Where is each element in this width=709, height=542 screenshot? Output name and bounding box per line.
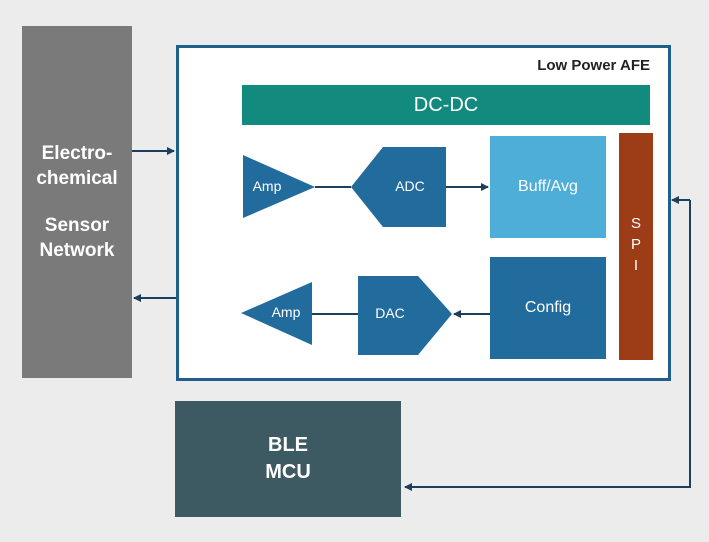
buff-avg-label: Buff/Avg (518, 178, 578, 195)
sensor-label-line3: Sensor (44, 215, 110, 236)
spi-label: SPI (627, 215, 645, 278)
buff-avg-block: Buff/Avg (490, 136, 606, 238)
spi-block: SPI (619, 133, 653, 360)
afe-title: Low Power AFE (537, 57, 650, 74)
amp-bottom-shape (241, 282, 312, 345)
config-label: Config (524, 299, 572, 316)
bus-mcu-spi-vertical (404, 200, 691, 491)
dcdc-block: DC-DC (242, 85, 650, 125)
sensor-label-line1: Electro- (41, 143, 113, 164)
adc-label: ADC (395, 178, 425, 194)
sensor-label-line2: chemical (36, 168, 118, 189)
dac-shape (358, 276, 452, 355)
ble-mcu-block: BLE MCU (175, 401, 401, 517)
adc-shape (351, 147, 446, 227)
dcdc-label: DC-DC (413, 93, 479, 116)
sensor-label-line4: Network (39, 240, 115, 261)
dac-label: DAC (375, 305, 405, 321)
amp-top-label: Amp (252, 178, 282, 194)
config-block: Config (490, 257, 606, 359)
sensor-network-block: Electro- chemical Sensor Network (22, 26, 132, 378)
amp-bottom-label: Amp (271, 304, 301, 320)
amp-top-shape (243, 155, 315, 218)
mcu-label-line1: BLE (268, 434, 308, 456)
mcu-label-line2: MCU (265, 461, 311, 483)
